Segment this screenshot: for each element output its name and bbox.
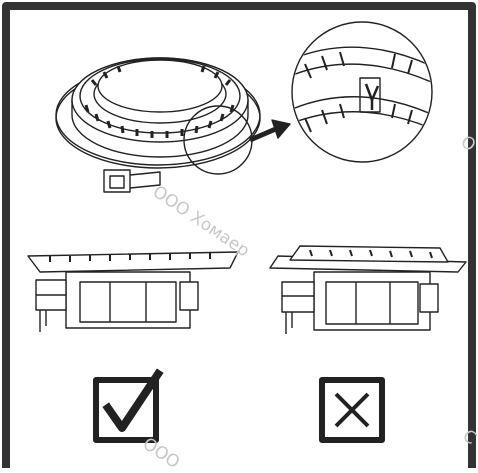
side-view-correct-illustration — [27, 251, 239, 332]
side-view-incorrect-illustration — [269, 245, 467, 334]
zoom-detail-illustration — [291, 21, 433, 163]
checkmark-box-icon — [93, 368, 164, 443]
diagram-frame — [2, 2, 476, 468]
arrow-right-icon — [249, 119, 291, 143]
cross-box-icon — [319, 377, 385, 443]
round-unit-illustration — [55, 57, 261, 193]
